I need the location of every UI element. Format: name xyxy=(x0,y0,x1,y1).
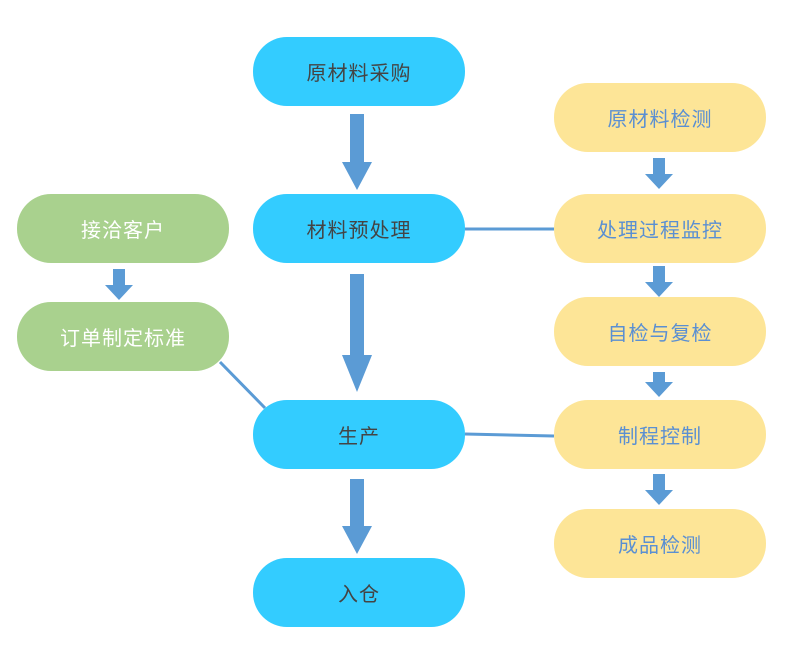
node-self-and-recheck: 自检与复检 xyxy=(554,297,766,366)
node-material-pretreatment: 材料预处理 xyxy=(253,194,465,263)
node-finished-product-inspection: 成品检测 xyxy=(554,509,766,578)
arrow-contact-to-standard xyxy=(105,269,133,300)
node-raw-material-purchase: 原材料采购 xyxy=(253,37,465,106)
arrow-production-to-warehouse xyxy=(342,479,372,554)
arrow-monitor-to-selfcheck xyxy=(645,266,673,297)
arrow-pretreat-to-production xyxy=(342,274,372,392)
node-process-control: 制程控制 xyxy=(554,400,766,469)
node-production: 生产 xyxy=(253,400,465,469)
node-contact-customer: 接洽客户 xyxy=(17,194,229,263)
arrow-purchase-to-pretreat xyxy=(342,114,372,190)
node-raw-material-inspection: 原材料检测 xyxy=(554,83,766,152)
node-process-monitoring: 处理过程监控 xyxy=(554,194,766,263)
arrow-process-control-to-final-inspect xyxy=(645,474,673,505)
line-production-to-process-control xyxy=(464,432,555,438)
node-order-standards: 订单制定标准 xyxy=(17,302,229,371)
arrow-raw-inspect-to-monitor xyxy=(645,158,673,189)
line-standard-to-production xyxy=(218,360,267,410)
arrow-selfcheck-to-process-control xyxy=(645,372,673,397)
node-warehousing: 入仓 xyxy=(253,558,465,627)
